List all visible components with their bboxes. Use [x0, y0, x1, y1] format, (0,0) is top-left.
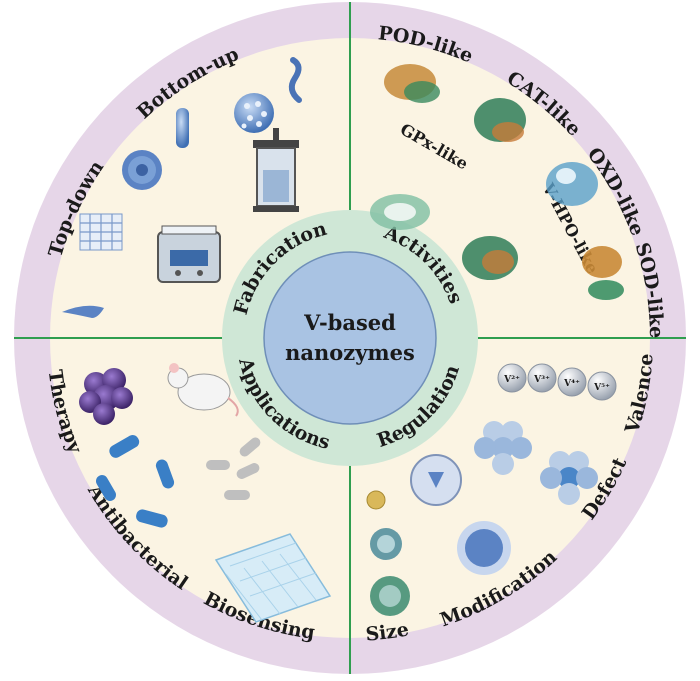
protein-icon-v-hpo	[462, 236, 518, 280]
porous-sphere-icon	[234, 93, 274, 133]
valence-badge-4: V⁵⁺	[593, 383, 610, 393]
valence-badge-2: V³⁺	[533, 375, 550, 385]
modified-sphere-icon	[457, 521, 511, 575]
center-title-line1: V-based	[303, 310, 396, 335]
ultrasonic-cleaner-icon	[157, 225, 221, 283]
protein-icon-cat	[474, 98, 526, 142]
inactivated-bacteria-icon	[206, 437, 261, 500]
autoclave-icon	[253, 128, 299, 212]
tumor-cell-icon	[79, 368, 133, 425]
hollow-sphere-icon	[410, 454, 462, 506]
nanoflower-icon	[122, 150, 162, 190]
protein-icon-sod	[582, 246, 624, 300]
protein-icon-gpx	[370, 194, 430, 230]
defect-lattice-icon	[540, 451, 598, 505]
bacteria-icon	[96, 435, 175, 528]
nanowire-icon	[288, 57, 302, 103]
medium-particle-icon	[370, 528, 402, 560]
mouse-icon	[167, 363, 239, 417]
protein-icon-pod	[384, 64, 440, 103]
microplate-icon	[214, 533, 332, 623]
large-particle-icon	[370, 576, 410, 616]
nanorod-icon	[176, 108, 189, 148]
center-core	[263, 251, 437, 425]
small-particle-icon	[366, 490, 386, 510]
valence-badge-1: V²⁺	[503, 375, 520, 385]
cluster-lattice-icon	[474, 421, 532, 475]
valence-badges: V²⁺ V³⁺ V⁴⁺ V⁵⁺	[497, 363, 617, 401]
valence-badge-3: V⁴⁺	[563, 379, 580, 389]
nanosheet-icon	[62, 305, 104, 318]
center-title-line2: nanozymes	[285, 340, 415, 365]
protein-icon-oxd	[546, 162, 598, 206]
grid-sheet-icon	[79, 213, 123, 251]
